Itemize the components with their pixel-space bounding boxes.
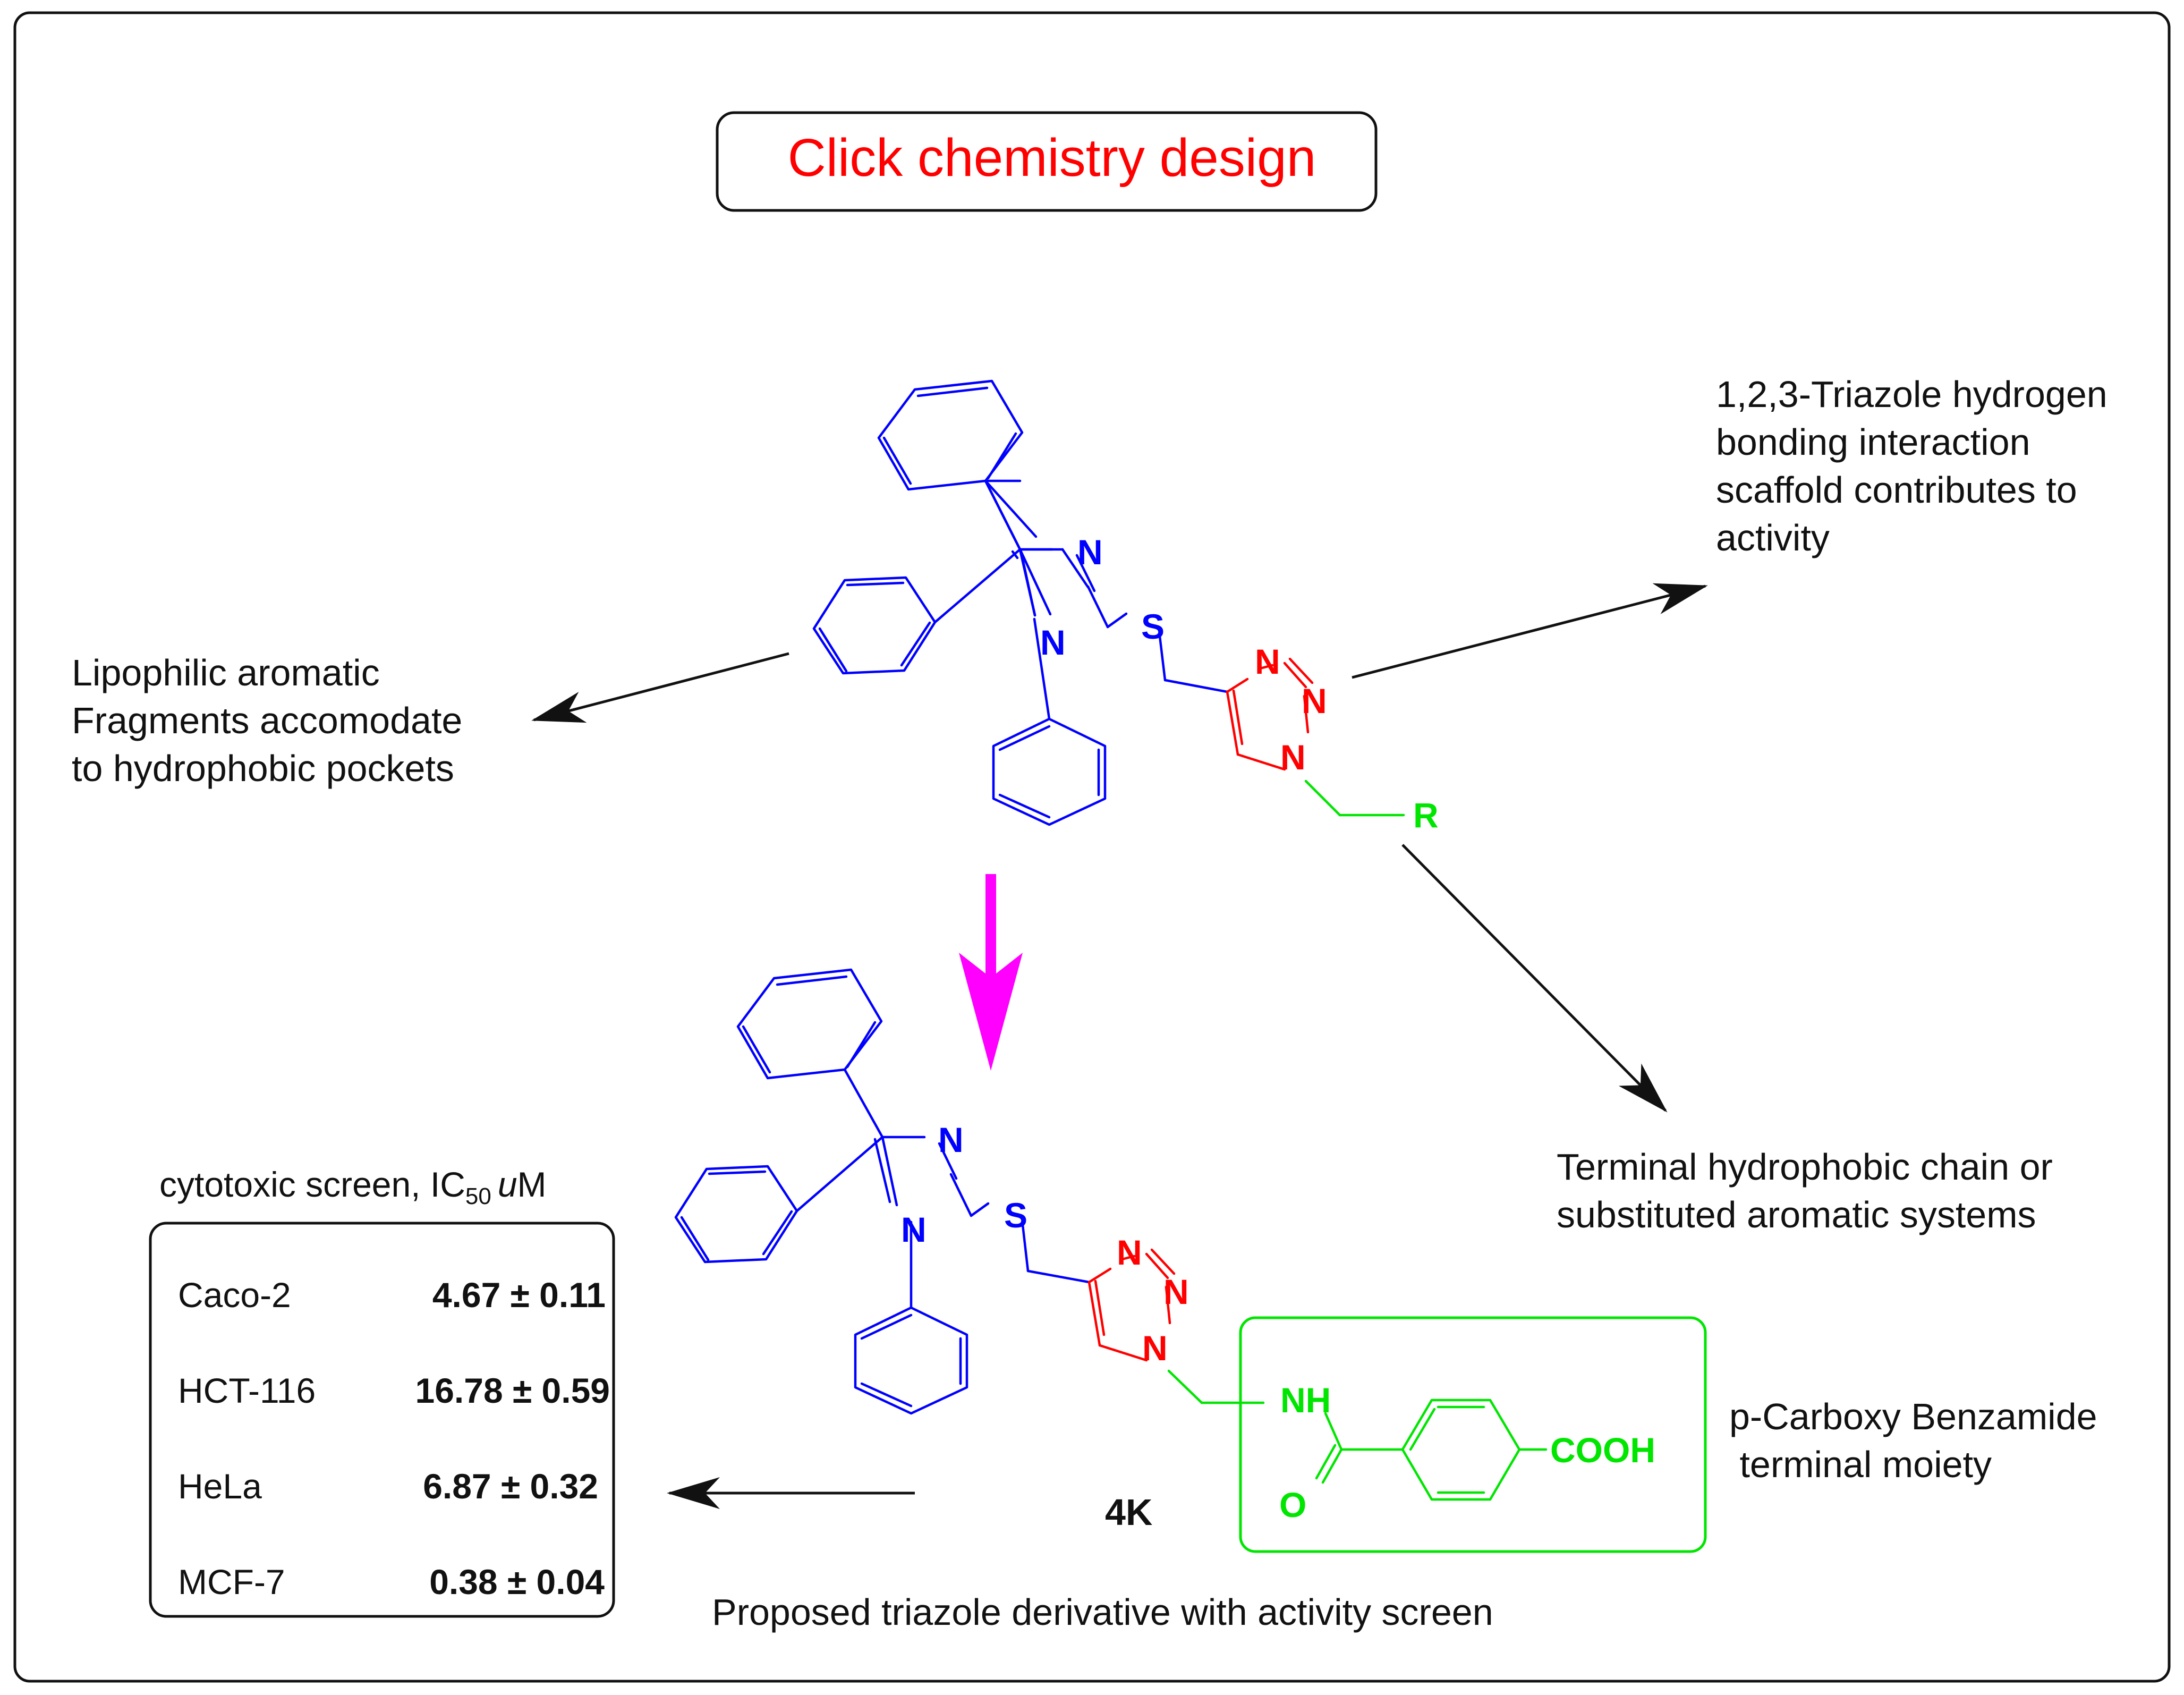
table-row: HeLa 6.87 ± 0.32	[178, 1467, 598, 1506]
annotation-lipophilic: Lipophilic aromatic Fragments accomodate…	[72, 652, 462, 789]
atom-n-triazole-3: N	[1255, 642, 1280, 681]
atom-n-imidazole-1-b: N	[901, 1210, 927, 1249]
atom-n-triazole-3-b: N	[1117, 1233, 1142, 1272]
compound-label: 4K	[1105, 1491, 1152, 1533]
arrow-triazole	[1352, 583, 1708, 679]
svg-text:bonding interaction: bonding interaction	[1716, 421, 2030, 463]
atom-n-imidazole-b: N	[938, 1120, 964, 1159]
atom-nh: NH	[1280, 1380, 1331, 1420]
table-row: HCT-116 16.78 ± 0.59	[178, 1371, 610, 1410]
svg-text:MCF-7: MCF-7	[178, 1562, 285, 1601]
annotation-benzamide: p-Carboxy Benzamide terminal moiety	[1729, 1396, 2097, 1485]
atom-n-imidazole: N	[1077, 532, 1103, 572]
svg-text:HCT-116: HCT-116	[178, 1371, 316, 1410]
screen-table: Caco-2 4.67 ± 0.11 HCT-116 16.78 ± 0.59 …	[149, 1222, 615, 1618]
title-box: Click chemistry design	[716, 111, 1378, 212]
scaffold-bottom: N N S	[674, 968, 1091, 1415]
arrow-terminal	[1401, 844, 1668, 1113]
diagram-title: Click chemistry design	[788, 128, 1316, 188]
atom-r: R	[1413, 795, 1439, 835]
design-arrow	[959, 874, 1023, 1071]
svg-text:to hydrophobic pockets: to hydrophobic pockets	[72, 748, 454, 789]
svg-text:HeLa: HeLa	[178, 1467, 262, 1506]
svg-text:activity: activity	[1716, 517, 1830, 558]
terminal-r-top: R	[1304, 779, 1439, 835]
svg-text:6.87 ± 0.32: 6.87 ± 0.32	[423, 1467, 598, 1506]
atom-n-triazole-1-b: N	[1142, 1328, 1168, 1368]
svg-text:16.78 ± 0.59: 16.78 ± 0.59	[415, 1371, 610, 1410]
proposed-caption: Proposed triazole derivative with activi…	[712, 1591, 1493, 1633]
svg-text:p-Carboxy Benzamide: p-Carboxy Benzamide	[1729, 1396, 2097, 1437]
table-row: MCF-7 0.38 ± 0.04	[178, 1562, 605, 1601]
svg-text:Caco-2: Caco-2	[178, 1275, 291, 1315]
svg-text:Lipophilic aromatic: Lipophilic aromatic	[72, 652, 380, 693]
atom-s-b: S	[1004, 1196, 1027, 1235]
arrow-lipophilic	[531, 652, 789, 723]
svg-text:4.67 ± 0.11: 4.67 ± 0.11	[432, 1275, 606, 1315]
triazole-top: N N N	[1226, 642, 1327, 777]
outer-frame	[13, 11, 2171, 1683]
atom-n-triazole-2-b: N	[1163, 1272, 1189, 1311]
atom-n-triazole-1: N	[1280, 738, 1306, 777]
atom-o: O	[1279, 1485, 1306, 1524]
atom-s: S	[1141, 607, 1165, 646]
svg-text:Terminal hydrophobic chain or: Terminal hydrophobic chain or	[1557, 1146, 2053, 1188]
benzamide-moiety: NH O COOH	[1167, 1316, 1707, 1553]
atom-n-triazole-2: N	[1302, 681, 1327, 721]
svg-text:terminal moiety: terminal moiety	[1729, 1444, 1992, 1485]
svg-text:scaffold contributes to: scaffold contributes to	[1716, 469, 2077, 511]
svg-text:0.38 ± 0.04: 0.38 ± 0.04	[429, 1562, 605, 1601]
atom-cooh: COOH	[1550, 1430, 1655, 1470]
benzamide-box	[1239, 1316, 1707, 1553]
svg-text:substituted aromatic systems: substituted aromatic systems	[1557, 1194, 2036, 1235]
annotation-triazole: 1,2,3-Triazole hydrogen bonding interact…	[1716, 374, 2107, 558]
annotation-terminal: Terminal hydrophobic chain or substitute…	[1557, 1146, 2053, 1235]
table-row: Caco-2 4.67 ± 0.11	[178, 1275, 606, 1315]
atom-n-imidazole-1: N	[1040, 623, 1066, 662]
svg-text:Fragments accomodate: Fragments accomodate	[72, 700, 462, 741]
scaffold-top: N N S	[812, 379, 1229, 826]
svg-text:1,2,3-Triazole hydrogen: 1,2,3-Triazole hydrogen	[1716, 374, 2107, 415]
triazole-bottom: N N N	[1087, 1233, 1189, 1368]
